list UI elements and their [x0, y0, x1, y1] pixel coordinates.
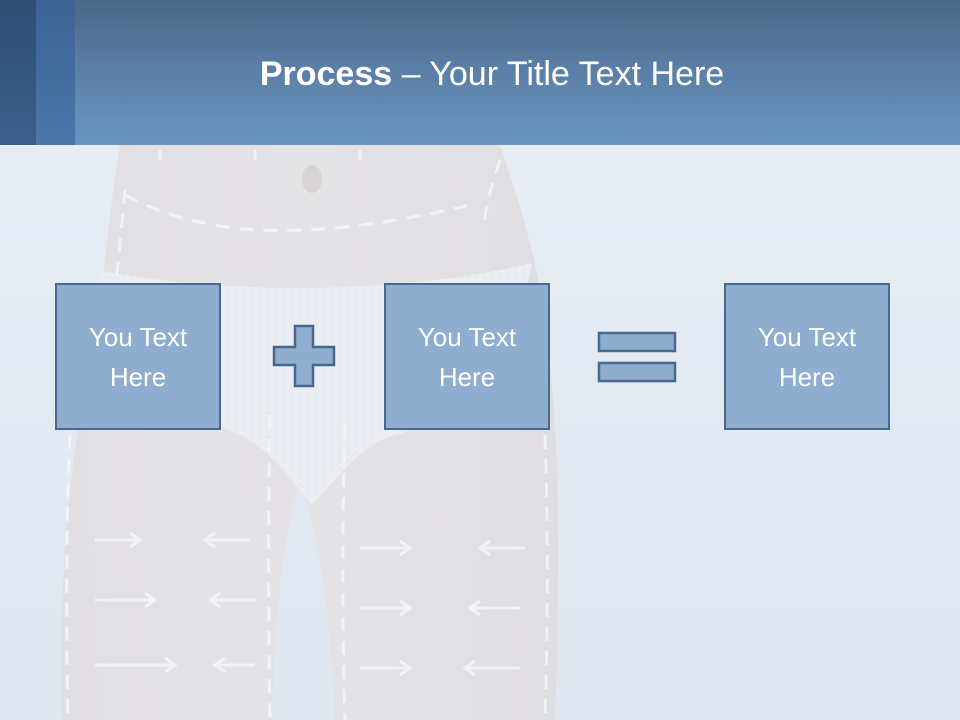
plus-icon [272, 324, 336, 388]
title-bar: Process – Your Title Text Here [0, 0, 960, 145]
box-1-line-2: Here [109, 361, 167, 392]
header-accent-mid [36, 0, 75, 145]
equals-icon [597, 331, 677, 383]
title-rest: – Your Title Text Here [392, 55, 725, 93]
box-3-line-1: You Text [757, 321, 857, 352]
box-2-line-1: You Text [417, 321, 517, 352]
background-photo [0, 145, 960, 720]
box-1-line-1: You Text [88, 321, 188, 352]
box-2-line-2: Here [438, 361, 496, 392]
slide-title: Process – Your Title Text Here [0, 52, 960, 96]
header-accent-dark [0, 0, 36, 145]
title-bold: Process [259, 55, 393, 93]
box-3-line-2: Here [778, 361, 836, 392]
